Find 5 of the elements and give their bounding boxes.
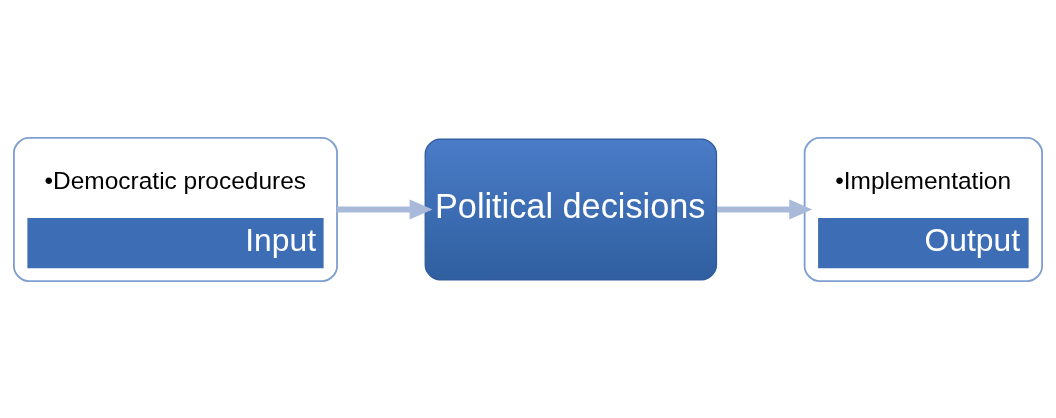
arrow	[337, 198, 433, 220]
node-box: Political decisions	[424, 138, 718, 280]
node-box: •Democratic procedures Input	[13, 136, 338, 282]
node-box: •Implementation Output	[803, 136, 1043, 282]
arrow	[716, 198, 813, 220]
